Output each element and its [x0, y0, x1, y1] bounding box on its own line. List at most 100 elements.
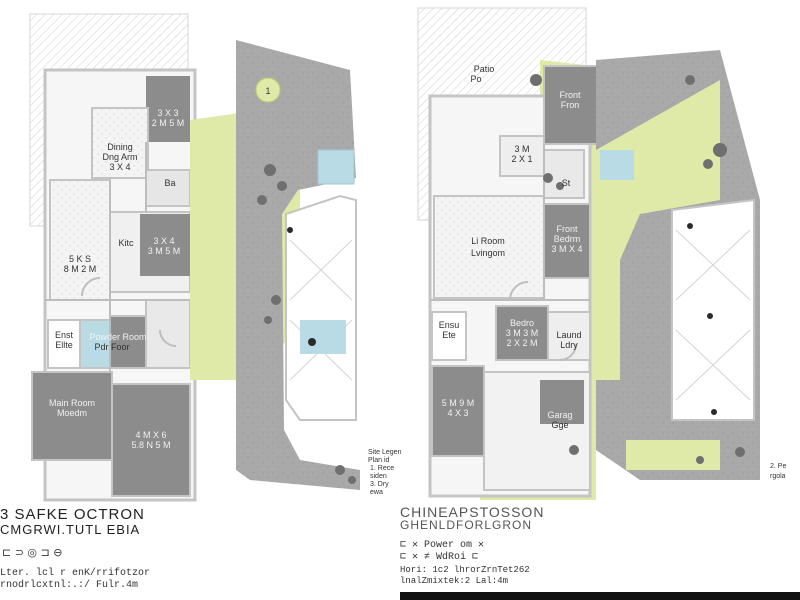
room-label: Ba	[164, 178, 175, 188]
room-label: 5 K S	[69, 254, 91, 264]
room-label: Dng Arm	[102, 152, 137, 162]
room-study-dark	[140, 214, 190, 276]
plan-b-meta: ⊏ ✕ ≠ WdRoi ⊏	[400, 552, 479, 563]
site-b-pool	[600, 150, 634, 180]
room-label: Enst	[55, 330, 74, 340]
room-label: 5 M 9 M	[442, 398, 475, 408]
plan-b-plants	[530, 74, 579, 455]
room-label: 4 X 3	[447, 408, 468, 418]
room-garage	[111, 383, 191, 497]
site-pool	[317, 149, 355, 185]
site-b-dot-2	[707, 313, 713, 319]
room-kitchen	[49, 179, 111, 301]
room-label: Kitc	[118, 238, 134, 248]
room-label: Bedro	[510, 318, 534, 328]
room-label: 3 X 4	[153, 236, 174, 246]
site-legend-item: siden	[370, 473, 387, 480]
site-b-house	[671, 198, 755, 421]
room-bedroom	[543, 203, 591, 279]
room-label: 8 M 2 M	[64, 264, 97, 274]
room-living	[433, 195, 545, 299]
room-label: 3 X 4	[109, 162, 130, 172]
room-dining	[91, 107, 149, 179]
plan-a-meta: Lter. lcl r enK/rrifotzor	[0, 568, 151, 579]
plan-a	[29, 13, 197, 502]
plan-b-meta: lnalZmixtek:2 Lal:4m	[400, 576, 509, 586]
site-house	[285, 194, 357, 421]
room-label: Lvingom	[471, 248, 505, 258]
room-bath	[145, 169, 191, 207]
room-label: Main Room	[49, 398, 95, 408]
room-label: Front	[559, 90, 581, 100]
room-label: 3 M 5 M	[148, 246, 181, 256]
site-dot-2	[287, 227, 293, 233]
plan-a-meta: rnodrlcxtnl:.:/ Fulr.4m	[0, 580, 139, 591]
room-label: Po	[470, 74, 481, 84]
site-plants	[257, 164, 356, 484]
plan-a-subtitle: CMGRWI.TUTL EBIA	[0, 522, 141, 537]
site-b-plants	[685, 75, 745, 464]
site-b-lawn-lower	[626, 440, 720, 470]
site-legend-item: 1. Rece	[370, 465, 394, 472]
room-label: 2 X 1	[511, 154, 532, 164]
site-marker-1	[255, 77, 281, 103]
room-label: Ete	[442, 330, 456, 340]
room-label: 3 M	[514, 144, 529, 154]
plan-a-title: 3 SAFKE OCTRON	[0, 506, 145, 523]
room-label: 4 M X 6	[135, 430, 166, 440]
plan-a-icon-row: ⊏ ⊃ ◎ ⊐ ⊖	[2, 546, 63, 559]
plan-b-title: CHINEAPSTOSSON	[400, 504, 545, 520]
site-legend-subtitle: Plan id	[368, 457, 390, 464]
room-label: Powder Room	[89, 332, 146, 342]
room-label: 2 X 2 M	[506, 338, 537, 348]
site-legend-item: 3. Dry	[370, 481, 389, 488]
plan-b-meta: ⊏ ✕ Power om ✕	[400, 540, 485, 551]
room-label: 2 M 5 M	[152, 118, 185, 128]
room-label: Moedm	[57, 408, 87, 418]
room-label: Pdr Foor	[94, 342, 129, 352]
room-laundry	[547, 311, 591, 361]
room-label: 5.8 N 5 M	[131, 440, 170, 450]
site-water-feature	[300, 320, 346, 354]
room-bed1	[146, 76, 190, 142]
site-b-dot-3	[711, 409, 717, 415]
site-legend-item: ewa	[370, 489, 383, 496]
room-label: Fron	[561, 100, 580, 110]
right-legend-item: 2. Pe	[770, 463, 786, 470]
plan-b-subtitle: GHENLDFORLGRON	[400, 518, 533, 532]
room-garage-b-dark	[540, 380, 584, 424]
plan-b	[417, 7, 720, 500]
room-label: Garag	[547, 410, 572, 420]
room-wc	[499, 135, 545, 177]
room-powder-side	[145, 299, 191, 369]
right-legend-item: rgola	[770, 473, 786, 480]
room-label: Bedrm	[554, 234, 581, 244]
site-dot	[308, 338, 316, 346]
room-label: 3 X 3	[157, 108, 178, 118]
site-marker-1-label: 1	[265, 86, 270, 96]
room-label: St	[562, 178, 571, 188]
room-label: Laund	[556, 330, 581, 340]
site-b-dot	[687, 223, 693, 229]
room-ensuite-b	[431, 311, 467, 361]
room-label: Ensu	[439, 320, 460, 330]
room-label: Front	[556, 224, 578, 234]
room-label: Dining	[107, 142, 133, 152]
plan-b-meta: Hori: 1c2 lhrorZrnTet262	[400, 565, 530, 575]
site-plan-a: 1	[190, 40, 360, 490]
room-main	[31, 371, 113, 461]
room-front	[543, 65, 599, 145]
room-wet	[79, 319, 111, 369]
room-label: 3 M 3 M	[506, 328, 539, 338]
room-label: Gge	[551, 420, 568, 430]
plan-a-labels: 3 X 3 2 M 5 M Dining Dng Arm 3 X 4 Ba 5 …	[49, 108, 184, 450]
room-label: Ldry	[560, 340, 578, 350]
bottom-bar	[400, 592, 800, 600]
site-legend-title: Site Legen	[368, 449, 402, 456]
site-plan-b: 2. Pe rgola	[596, 50, 786, 480]
room-powder	[109, 315, 147, 369]
room-label: Patio	[474, 64, 495, 74]
room-label: Li Room	[471, 236, 505, 246]
